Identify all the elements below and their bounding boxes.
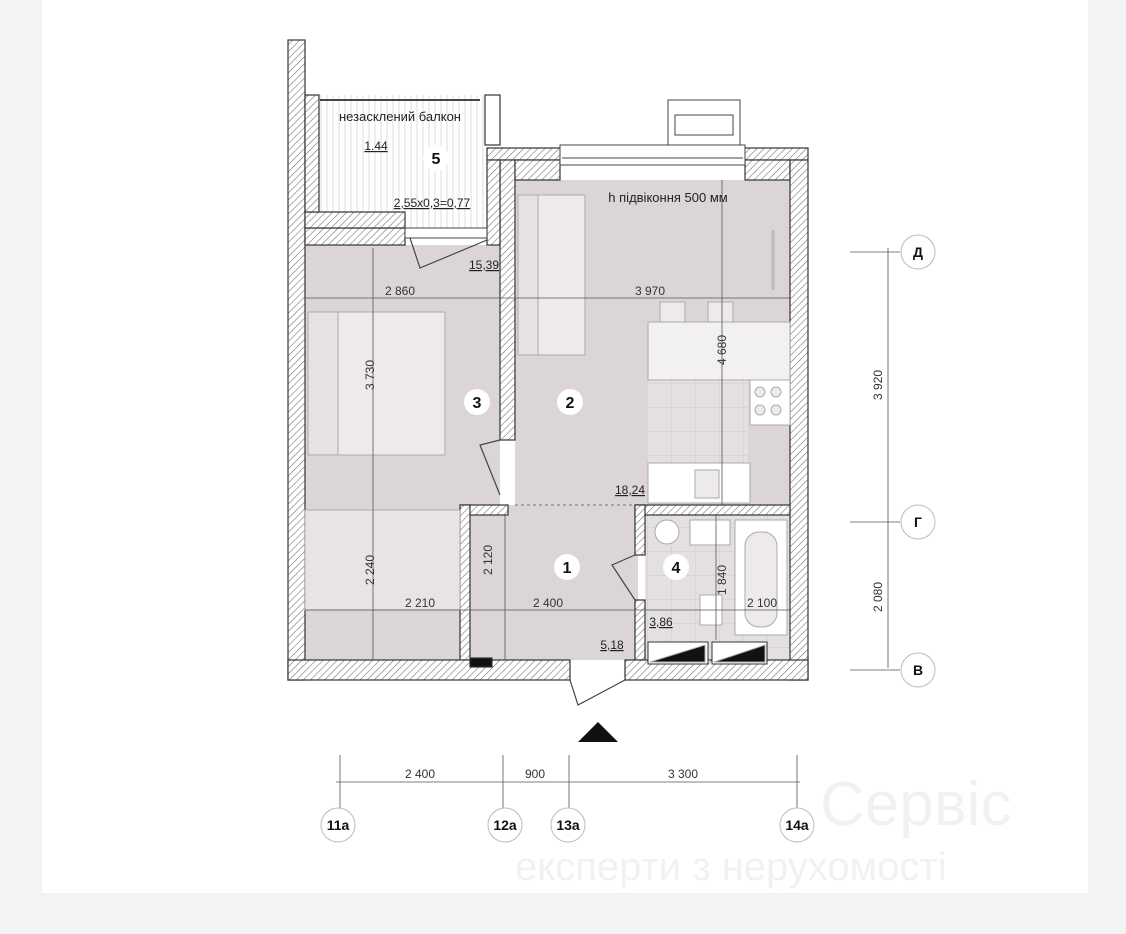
doors <box>409 237 636 706</box>
axis-label-14a: 14а <box>785 817 809 833</box>
kitchen-floor <box>648 380 748 465</box>
dimension-lines <box>305 180 900 810</box>
dim-4680: 4 680 <box>715 335 729 365</box>
area-room-1: 5,18 <box>600 638 624 652</box>
axis-label-g: Г <box>914 514 922 530</box>
axis-markers <box>320 234 936 843</box>
windows <box>320 99 746 239</box>
axis-label-11a: 11а <box>327 817 350 833</box>
furniture <box>304 194 791 665</box>
dim-axis-3300: 3 300 <box>668 767 698 781</box>
dim-3730: 3 730 <box>363 360 377 390</box>
dim-2860: 2 860 <box>385 284 415 298</box>
dim-3920: 3 920 <box>871 370 885 400</box>
room-number-3: 3 <box>473 395 482 412</box>
walls <box>287 39 809 681</box>
room-number-4: 4 <box>672 560 681 577</box>
area-room-3: 15,39 <box>469 258 499 272</box>
dim-2240: 2 240 <box>363 555 377 585</box>
dim-2120: 2 120 <box>481 545 495 575</box>
axis-label-v: В <box>913 662 923 678</box>
dim-axis-900: 900 <box>525 767 545 781</box>
window-sill-note: h підвіконня 500 мм <box>608 190 727 205</box>
watermark-line-2: експерти з нерухомості <box>515 845 947 889</box>
area-room-4: 3,86 <box>649 615 673 629</box>
room-number-markers <box>423 145 689 580</box>
balcony-label: незасклений балкон <box>339 109 461 124</box>
room-number-2: 2 <box>566 395 575 412</box>
area-room-5: 1.44 <box>364 139 388 153</box>
room-1-floor <box>470 505 638 660</box>
area-calc-room-5: 2,55x0,3=0,77 <box>394 196 471 210</box>
room-number-5: 5 <box>432 151 441 168</box>
dim-2100: 2 100 <box>747 596 777 610</box>
wardrobe <box>304 509 461 611</box>
balcony-floor <box>305 95 487 228</box>
dim-2400: 2 400 <box>533 596 563 610</box>
dim-axis-2400: 2 400 <box>405 767 435 781</box>
watermark-line-1: Сервіс <box>820 770 1011 839</box>
area-room-2: 18,24 <box>615 483 645 497</box>
dim-2210: 2 210 <box>405 596 435 610</box>
entrance-arrow-icon <box>578 722 618 742</box>
dim-1840: 1 840 <box>715 565 729 595</box>
axis-label-12a: 12а <box>493 817 517 833</box>
axis-label-13a: 13а <box>556 817 580 833</box>
dim-3970: 3 970 <box>635 284 665 298</box>
kitchen-counter <box>647 321 791 381</box>
dim-2080: 2 080 <box>871 582 885 612</box>
room-number-1: 1 <box>563 560 572 577</box>
stove <box>749 379 791 426</box>
axis-label-d: Д <box>913 244 923 260</box>
